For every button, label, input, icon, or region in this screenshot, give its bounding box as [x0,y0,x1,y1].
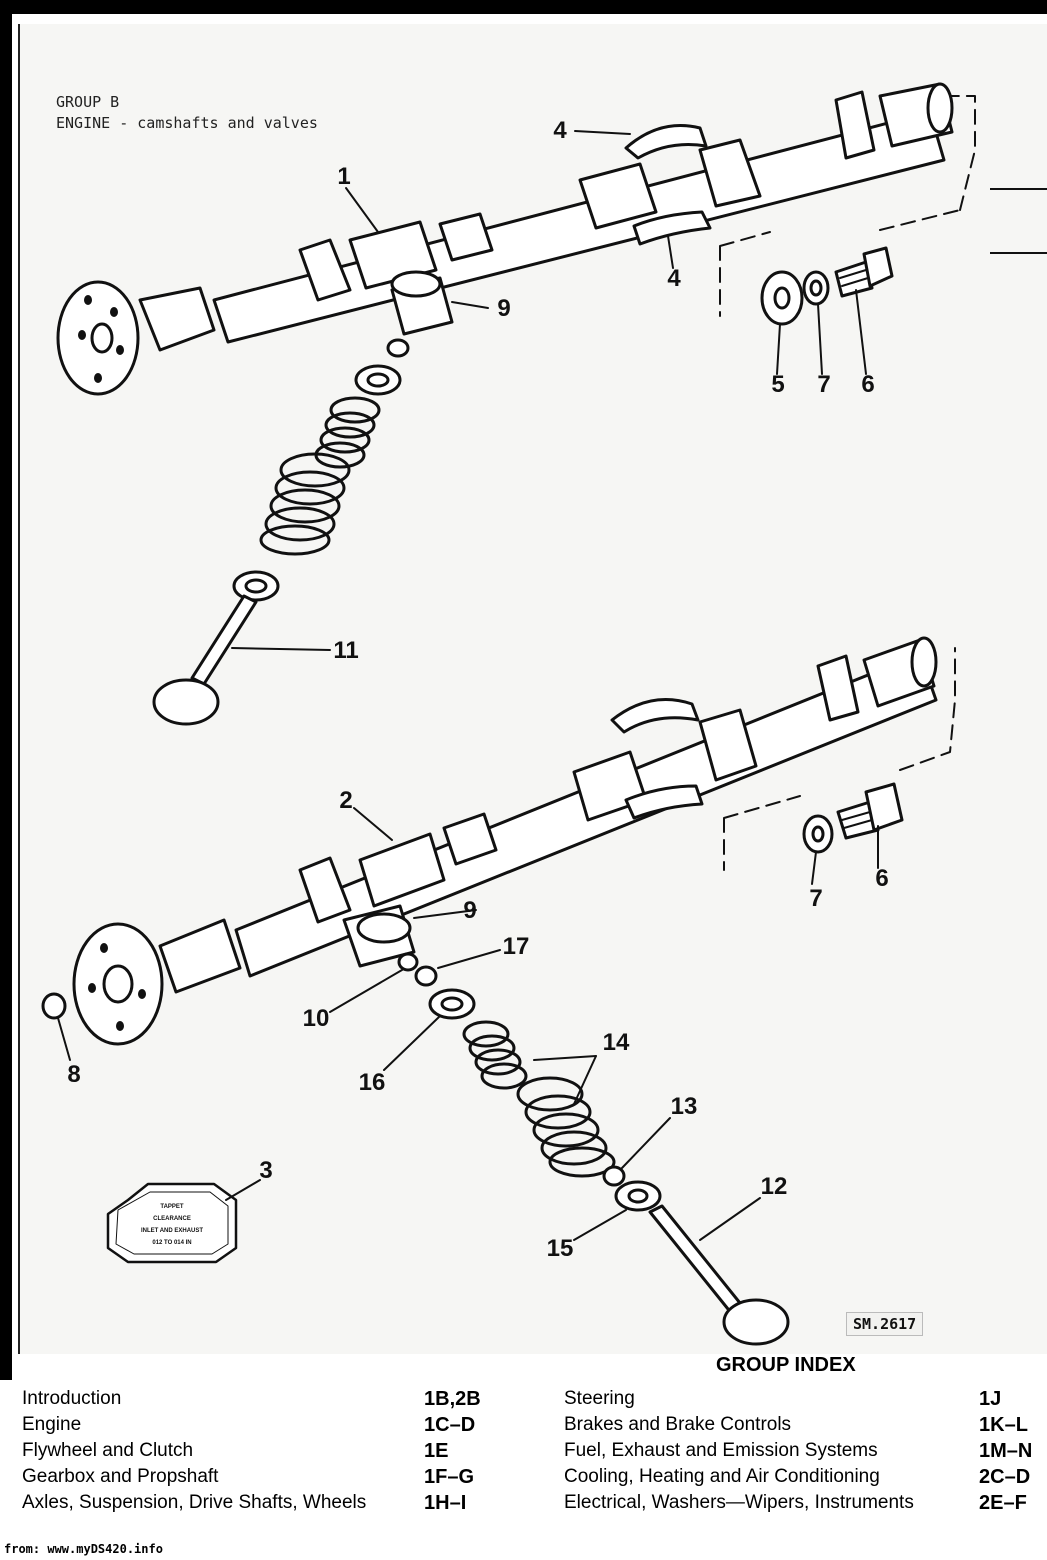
index-row[interactable]: Cooling, Heating and Air Conditioning 2C–… [564,1464,1047,1490]
shim-upper [386,338,410,358]
tappet-9-lower [342,904,416,968]
index-row[interactable]: Introduction 1B,2B [22,1386,502,1412]
callout-13: 13 [671,1093,698,1120]
callout-7-lower: 7 [809,885,822,912]
tappet-plate-3 [106,1182,238,1264]
index-row[interactable]: Brakes and Brake Controls 1K–L [564,1412,1047,1438]
index-row[interactable]: Axles, Suspension, Drive Shafts, Wheels 1… [22,1490,502,1516]
callout-4-bottom: 4 [667,265,681,292]
index-label: Axles, Suspension, Drive Shafts, Wheels [22,1492,367,1513]
callout-11: 11 [333,637,358,664]
index-row[interactable]: Electrical, Washers—Wipers, Instruments 2… [564,1490,1047,1516]
page-border-left [0,0,12,1380]
index-row[interactable]: Gearbox and Propshaft 1F–G [22,1464,502,1490]
index-code: 1J [979,1388,1002,1410]
callout-17: 17 [503,933,530,960]
page-title: ENGINE - camshafts and valves [56,114,318,132]
callout-4-top: 4 [553,117,567,144]
source-footer: from: www.myDS420.info [4,1542,163,1556]
callout-8: 8 [67,1061,80,1088]
valve-spring-upper [259,396,381,556]
index-label: Cooling, Heating and Air Conditioning [564,1466,880,1487]
callout-6-lower: 6 [875,865,888,892]
camshaft-2 [72,636,938,1046]
index-code: 2E–F [979,1492,1027,1514]
shim-10 [397,952,419,972]
bearing-shell-upper [624,124,712,246]
washer-bolt-lower [802,782,904,854]
callout-15: 15 [547,1235,574,1262]
page-border-top [0,0,1047,14]
index-label: Steering [564,1388,635,1409]
index-code: 1C–D [424,1414,476,1436]
index-row[interactable]: Steering 1J [564,1386,1047,1412]
index-row[interactable]: Engine 1C–D [22,1412,502,1438]
callout-2: 2 [339,787,352,814]
seal-13 [602,1165,626,1187]
washers-bolt-upper [760,246,894,326]
valve-12 [648,1204,790,1346]
index-code: 2C–D [979,1466,1031,1488]
callout-1: 1 [337,163,350,190]
index-label: Flywheel and Clutch [22,1440,194,1461]
index-label: Engine [22,1414,82,1435]
callout-14: 14 [603,1029,630,1056]
index-label: Introduction [22,1388,122,1409]
leader-lines [57,130,879,1241]
camshaft-1 [56,82,954,396]
group-label: GROUP B [56,93,120,111]
index-code: 1H–I [424,1492,467,1514]
dowel-8 [41,992,67,1020]
group-index-right: Steering 1J Brakes and Brake Controls 1K–L… [564,1386,1047,1516]
adjacent-page-rule [990,252,1047,254]
callout-12: 12 [761,1173,788,1200]
callout-16: 16 [359,1069,386,1096]
valve-springs-14 [462,1020,616,1178]
group-index-left: Introduction 1B,2B Engine 1C–D Flywheel an… [22,1386,502,1516]
index-code: 1K–L [979,1414,1028,1436]
tappet-9-upper [390,270,454,336]
callout-9-upper: 9 [497,295,510,322]
exploded-parts-diagram: TAPPET CLEARANCE INLET AND EXHAUST 012 T… [41,82,976,1346]
plate-line-1: TAPPET [160,1204,184,1210]
page-header: GROUP B ENGINE - camshafts and valves [56,92,318,134]
index-row[interactable]: Fuel, Exhaust and Emission Systems 1M–N [564,1438,1047,1464]
index-code: 1F–G [424,1466,475,1488]
valve-11 [152,594,258,726]
index-code: 1B,2B [424,1388,481,1410]
callout-9-lower: 9 [463,897,476,924]
index-label: Fuel, Exhaust and Emission Systems [564,1440,878,1461]
callout-6-upper: 6 [861,371,874,398]
callout-5: 5 [771,371,784,398]
callout-7-upper: 7 [817,371,830,398]
plate-line-4: 012 TO 014 IN [152,1240,191,1246]
plate-line-3: INLET AND EXHAUST [141,1228,203,1234]
plate-line-2: CLEARANCE [153,1216,191,1222]
index-label: Electrical, Washers—Wipers, Instruments [564,1492,914,1513]
cotter-17 [414,965,438,987]
index-code: 1M–N [979,1440,1033,1462]
index-row[interactable]: Flywheel and Clutch 1E [22,1438,502,1464]
index-label: Gearbox and Propshaft [22,1466,219,1487]
reference-number: SM.2617 [846,1312,924,1336]
bearing-shell-lower [610,698,704,820]
adjacent-page-rule [990,188,1047,190]
callout-10: 10 [303,1005,330,1032]
index-label: Brakes and Brake Controls [564,1414,792,1435]
group-index-title: GROUP INDEX [716,1354,856,1376]
index-code: 1E [424,1440,449,1462]
callout-3: 3 [259,1157,272,1184]
